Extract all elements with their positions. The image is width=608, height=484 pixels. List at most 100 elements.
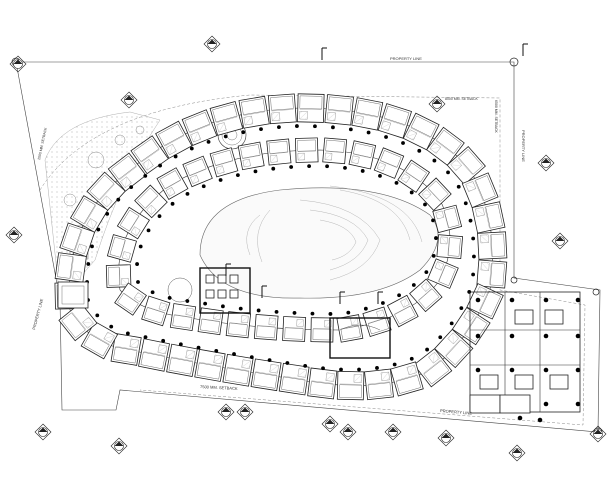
column-dot	[325, 164, 329, 169]
column-dot	[449, 321, 454, 326]
column-dot	[409, 356, 414, 361]
column-dot	[446, 170, 450, 175]
column-dot	[575, 297, 581, 303]
outer-room	[471, 201, 506, 234]
column-dot	[271, 166, 276, 171]
column-dot	[146, 228, 151, 233]
outer-room	[278, 362, 310, 396]
column-dot	[136, 280, 140, 284]
section-marker	[120, 91, 138, 109]
outer-room	[364, 368, 394, 401]
inner-room	[409, 278, 443, 313]
column-dot	[543, 401, 549, 407]
outer-room	[59, 222, 96, 258]
column-dot	[357, 367, 361, 372]
column-dot	[295, 124, 299, 128]
outer-room	[80, 321, 119, 360]
column-dot	[471, 236, 476, 241]
column-dot	[348, 127, 353, 132]
column-dot	[575, 401, 581, 407]
column-dot	[401, 141, 405, 145]
inner-room	[294, 137, 319, 163]
outer-room	[110, 333, 142, 366]
inner-room	[436, 234, 464, 259]
inner-room	[156, 167, 189, 201]
column-dot	[206, 139, 211, 144]
inner-room-ring	[105, 137, 464, 343]
column-dot	[214, 349, 219, 353]
west-wing-rooms	[57, 281, 89, 309]
column-dot	[431, 253, 436, 258]
inner-room	[348, 140, 377, 170]
outer-room	[377, 103, 413, 139]
column-dot	[161, 338, 166, 343]
column-dot	[310, 311, 315, 316]
column-dot	[158, 163, 162, 168]
column-dot	[456, 184, 461, 189]
outer-room	[390, 361, 424, 397]
column-dot	[363, 306, 368, 311]
inner-room	[114, 282, 147, 316]
section-marker	[217, 403, 235, 421]
column-dot	[475, 333, 481, 339]
column-dot	[253, 169, 258, 174]
column-dot	[289, 165, 294, 169]
outer-room	[434, 328, 474, 369]
column-dot	[178, 342, 183, 347]
service-block	[199, 267, 391, 359]
section-marker	[110, 437, 128, 455]
section-marker	[589, 425, 607, 443]
outer-room	[461, 172, 499, 209]
column-dot	[517, 415, 523, 421]
outer-room	[466, 283, 504, 320]
column-dot	[321, 366, 325, 371]
inner-room	[182, 155, 213, 188]
outer-room	[351, 97, 384, 131]
section-marker	[508, 444, 526, 462]
inner-room	[253, 314, 279, 341]
inner-room	[322, 137, 348, 165]
column-dot	[116, 197, 121, 202]
column-dot	[109, 324, 114, 329]
column-dot	[394, 181, 399, 185]
inner-room	[225, 311, 252, 339]
column-dot	[471, 272, 476, 277]
section-marker	[537, 154, 555, 172]
inner-room	[266, 138, 292, 166]
setback-left-label: 2000 MM. SETBACK	[37, 127, 48, 161]
column-dot	[509, 367, 515, 373]
column-dot	[575, 367, 581, 373]
east-block	[469, 291, 581, 414]
column-dot	[509, 333, 515, 339]
inner-room	[427, 258, 459, 289]
section-marker	[9, 55, 27, 73]
outer-room	[86, 171, 126, 211]
outer-room	[238, 95, 270, 129]
inner-room	[432, 204, 463, 234]
section-marker	[321, 415, 339, 433]
column-dot	[509, 297, 515, 303]
column-dot	[543, 297, 549, 303]
property-line-bottom-label: PROPERTY LINE	[440, 408, 473, 416]
column-dot	[417, 148, 422, 153]
column-dot	[543, 367, 549, 373]
section-marker	[236, 403, 254, 421]
outer-room	[107, 152, 147, 192]
outer-room	[138, 338, 170, 372]
column-dot	[303, 363, 308, 368]
column-dot	[431, 218, 435, 223]
column-dot	[434, 236, 438, 240]
column-dot	[167, 296, 172, 300]
outer-room	[222, 353, 254, 387]
column-dot	[307, 164, 312, 169]
setback-lines	[39, 94, 586, 426]
outer-room	[402, 112, 440, 151]
column-dot	[267, 358, 272, 362]
outer-room	[446, 146, 486, 186]
column-dot	[397, 293, 401, 298]
column-dot	[463, 201, 468, 206]
section-marker	[551, 232, 569, 250]
column-dot	[256, 308, 261, 313]
inner-room	[105, 264, 132, 288]
